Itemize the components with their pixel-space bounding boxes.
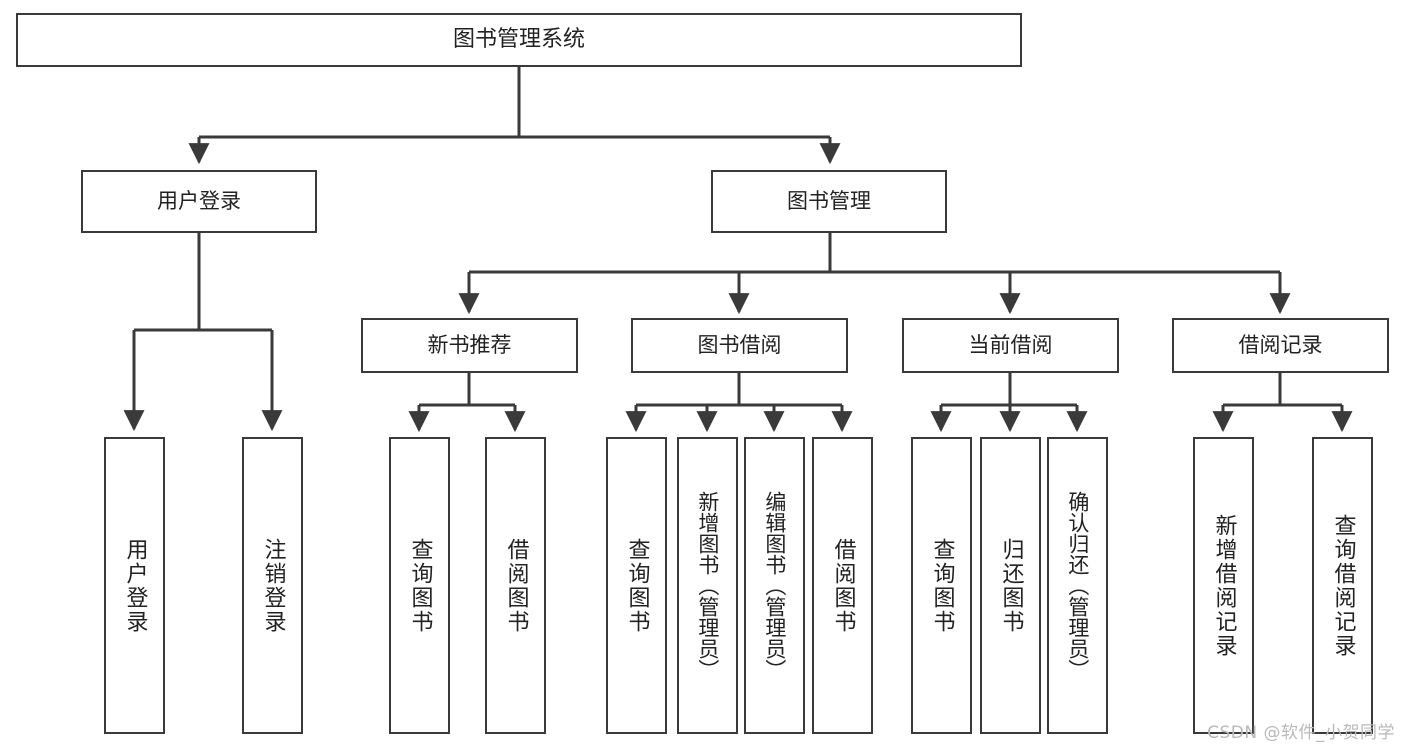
node-new-book-recommendation[interactable]: 新书推荐 bbox=[361, 318, 578, 373]
leaf-return-book[interactable]: 归还图书 bbox=[980, 437, 1041, 734]
leaf-query-book-current[interactable]: 查询图书 bbox=[911, 437, 972, 734]
node-label: 确认归还（管理员） bbox=[1065, 491, 1090, 680]
leaf-edit-book-admin[interactable]: 编辑图书（管理员） bbox=[744, 437, 805, 734]
leaf-borrow-book-newbook[interactable]: 借阅图书 bbox=[485, 437, 546, 734]
leaf-confirm-return-admin[interactable]: 确认归还（管理员） bbox=[1047, 437, 1108, 734]
node-label: 编辑图书（管理员） bbox=[762, 491, 787, 680]
node-label: 查询图书 bbox=[624, 537, 650, 634]
watermark-text: CSDN @软件_小贺同学 bbox=[1207, 723, 1395, 743]
node-label: 查询图书 bbox=[929, 537, 955, 634]
node-label: 查询图书 bbox=[407, 537, 433, 634]
leaf-add-book-admin[interactable]: 新增图书（管理员） bbox=[677, 437, 738, 734]
node-root-book-management-system[interactable]: 图书管理系统 bbox=[16, 13, 1022, 67]
node-label: 归还图书 bbox=[998, 537, 1024, 634]
leaf-query-book-newbook[interactable]: 查询图书 bbox=[389, 437, 450, 734]
leaf-add-borrow-record[interactable]: 新增借阅记录 bbox=[1193, 437, 1254, 734]
leaf-user-login[interactable]: 用户登录 bbox=[104, 437, 165, 734]
node-label: 查询借阅记录 bbox=[1330, 513, 1356, 658]
node-label: 当前借阅 bbox=[968, 333, 1053, 358]
leaf-query-book-borrow[interactable]: 查询图书 bbox=[606, 437, 667, 734]
leaf-logout-login[interactable]: 注销登录 bbox=[242, 437, 303, 734]
node-label: 借阅记录 bbox=[1238, 333, 1323, 358]
node-current-borrowing[interactable]: 当前借阅 bbox=[902, 318, 1119, 373]
node-label: 新书推荐 bbox=[427, 333, 512, 358]
node-user-login[interactable]: 用户登录 bbox=[81, 170, 317, 233]
node-label: 注销登录 bbox=[260, 537, 286, 634]
node-label: 图书管理系统 bbox=[452, 27, 585, 53]
node-borrow-records[interactable]: 借阅记录 bbox=[1172, 318, 1389, 373]
node-label: 借阅图书 bbox=[503, 537, 529, 634]
node-label: 新增借阅记录 bbox=[1211, 513, 1237, 658]
leaf-borrow-book-borrow[interactable]: 借阅图书 bbox=[812, 437, 873, 734]
node-label: 图书管理 bbox=[787, 189, 871, 214]
leaf-query-borrow-record[interactable]: 查询借阅记录 bbox=[1312, 437, 1373, 734]
node-label: 新增图书（管理员） bbox=[695, 491, 720, 680]
node-book-borrowing[interactable]: 图书借阅 bbox=[631, 318, 848, 373]
node-label: 图书借阅 bbox=[697, 333, 782, 358]
node-label: 用户登录 bbox=[157, 189, 241, 214]
node-book-management[interactable]: 图书管理 bbox=[711, 170, 947, 233]
node-label: 借阅图书 bbox=[830, 537, 856, 634]
node-label: 用户登录 bbox=[122, 537, 148, 634]
